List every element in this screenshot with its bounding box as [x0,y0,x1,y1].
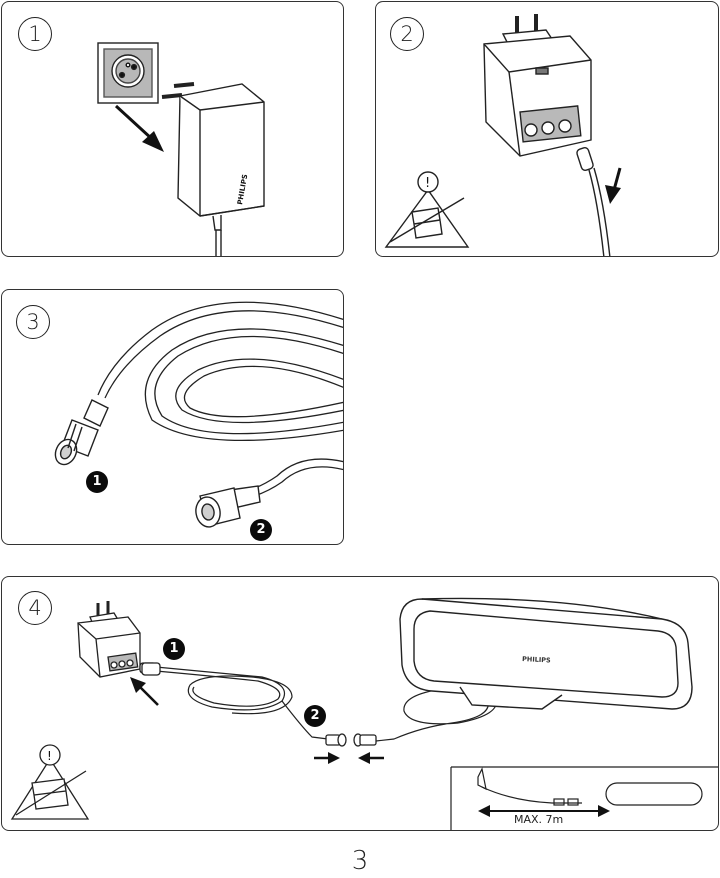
connector-icon [54,399,109,466]
step-3-illustration [54,301,343,528]
page-number: 3 [351,846,369,876]
step-3-panel: 3 1 2 [1,289,344,545]
length-inset [450,766,718,830]
arrow-icon [358,752,384,764]
light-bar-brand-label: PHILIPS [522,655,551,665]
arrow-icon [314,752,340,764]
cable-coil-icon [97,301,343,502]
callout-2: 2 [250,519,272,541]
step-1-number: 1 [18,17,52,51]
connector-icon [195,485,261,528]
callout-1: 1 [86,471,108,493]
connector-icon [141,662,377,747]
step-4-number: 4 [18,591,52,625]
warning-symbol: ! [425,176,430,191]
callout-2: 2 [304,705,326,727]
step-1-illustration: PHILIPS [97,42,265,256]
callout-1: 1 [163,638,185,660]
step-3-number: 3 [16,305,50,339]
max-length-label: MAX. 7m [514,813,564,826]
connector-icon [576,147,611,256]
warning-symbol: ! [47,749,52,763]
power-adapter-icon [483,14,592,157]
wall-socket-icon [97,42,159,104]
step-1-panel: PHILIPS 1 [1,1,344,257]
step-2-illustration: ! [384,14,622,256]
warning-triangle-icon [10,744,90,820]
arrow-icon [130,677,159,706]
step-2-panel: ! 2 [375,1,719,257]
step-4-illustration: PHILIPS ! [10,597,718,830]
arrow-icon [114,104,164,152]
arrow-icon [605,167,622,204]
light-bar-icon [399,597,693,710]
step-2-number: 2 [390,17,424,51]
power-adapter-icon [161,82,265,256]
warning-triangle-icon [384,171,470,248]
step-4-panel: PHILIPS ! 4 1 2 MAX. 7m [1,576,719,831]
